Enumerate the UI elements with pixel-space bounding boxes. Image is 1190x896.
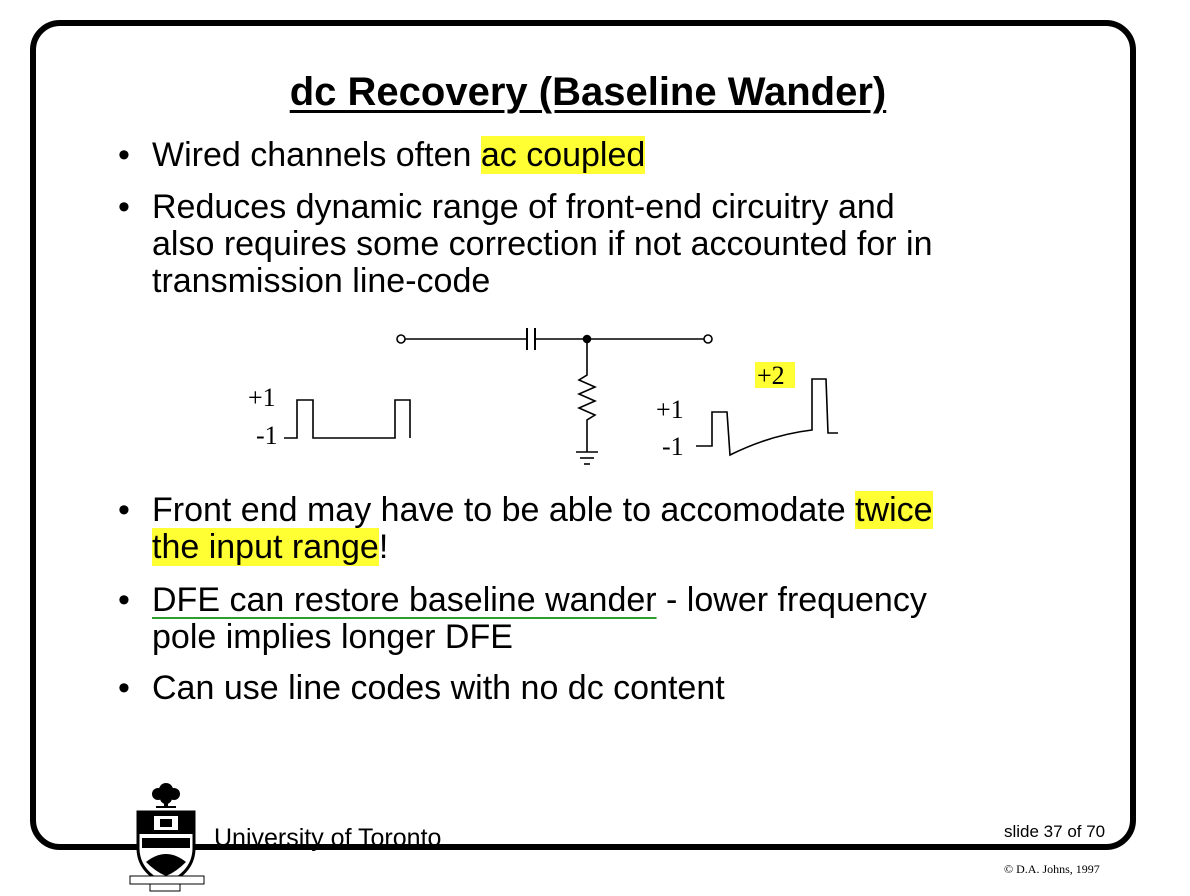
input-minus-label: -1 — [256, 421, 278, 450]
underlined-dfe-text: DFE can restore baseline wander — [152, 581, 657, 619]
output-terminal — [703, 334, 713, 344]
bullet-dot: • — [118, 136, 130, 174]
slide-title: dc Recovery (Baseline Wander) — [289, 70, 887, 114]
input-waveform — [284, 399, 411, 439]
bullet-dot: • — [118, 581, 130, 619]
slide-number: slide 37 of 70 — [1004, 822, 1106, 841]
output-plus-label: +1 — [656, 395, 684, 424]
input-terminal — [396, 334, 406, 344]
university-crest-logo — [129, 783, 205, 892]
ground-symbol — [576, 451, 598, 465]
highlight-twice: twice — [855, 491, 933, 529]
bullet-dot: • — [118, 188, 130, 226]
output-plus2-label: +2 — [757, 361, 785, 390]
output-waveform — [696, 378, 838, 457]
copyright: © D.A. Johns, 1997 — [1004, 862, 1100, 876]
plus2-highlight — [755, 362, 795, 388]
resistor — [577, 339, 597, 452]
bullet-dot: • — [118, 669, 130, 707]
slide-frame — [30, 20, 1136, 850]
footer-institution: University of Toronto — [214, 824, 442, 852]
output-minus-label: -1 — [662, 432, 684, 461]
bullet-dot: • — [118, 491, 130, 529]
highlight-ac-coupled: ac coupled — [480, 136, 646, 174]
input-plus-label: +1 — [248, 383, 276, 412]
highlight-input-range: the input range — [152, 528, 379, 566]
